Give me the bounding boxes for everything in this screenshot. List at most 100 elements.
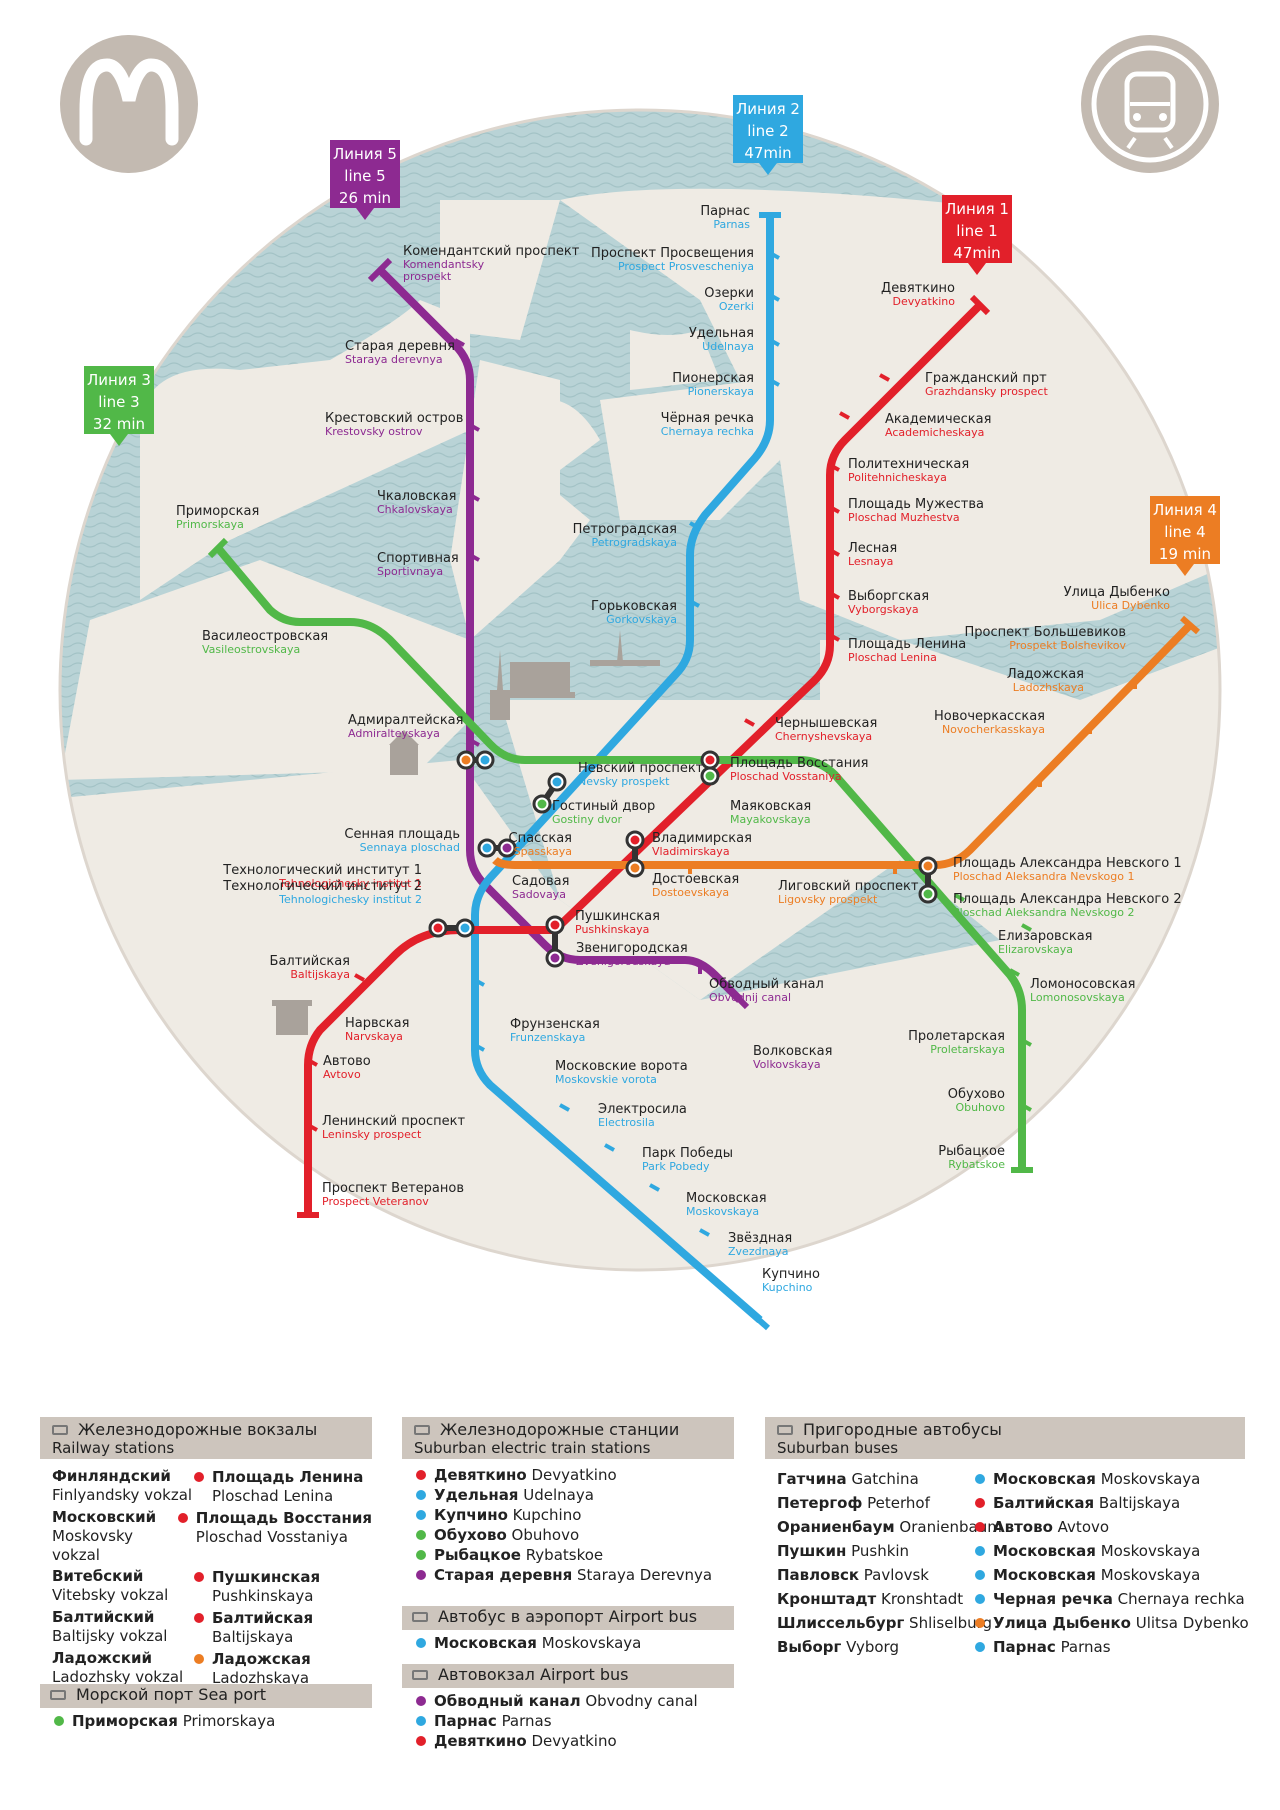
badge-box [733, 95, 803, 163]
station-name-ru: Улица Дыбенко [1064, 585, 1170, 600]
station-name-en: Leninsky prospect [322, 1128, 422, 1141]
station-name-en: Parnas [713, 218, 750, 231]
station-tick [649, 1183, 660, 1192]
transfer-dot [480, 755, 490, 765]
station-name-ru: Василеостровская [202, 629, 328, 644]
town-name-en: Kronshtadt [876, 1590, 964, 1608]
station-name-ru: Чернышевская [775, 716, 877, 731]
station-name-ru: Невский проспект [578, 761, 704, 776]
station-name-en: Staraya derevnya [345, 353, 443, 366]
station-name-en: Udelnaya [702, 340, 754, 353]
station-en: Moskovskaya [1095, 1470, 1201, 1488]
station-name-ru: Елизаровская [998, 929, 1093, 944]
line-color-dot [177, 1513, 188, 1523]
badge-text: 47min [744, 144, 791, 162]
station-tick [474, 1043, 485, 1052]
town-name-en: Gatchina [846, 1470, 919, 1488]
station-name-ru: Гостиный двор [552, 799, 655, 814]
station-ru: Московская [993, 1470, 1096, 1488]
town-name: Шлиссельбург [777, 1614, 905, 1632]
station-tick [699, 1228, 710, 1237]
station-en: Chernaya rechka [1112, 1590, 1245, 1608]
badge-line1: Линия 1 line 1 47min [942, 195, 1012, 275]
station-name-en: Krestovsky ostrov [325, 425, 423, 438]
metro-lines [214, 215, 1193, 1324]
station-name-en: Politehnicheskaya [848, 471, 947, 484]
station-name-en: Elizarovskaya [998, 943, 1073, 956]
station-ru: Девяткино [434, 1732, 527, 1750]
station-name-en: Ladozhskaya [1013, 681, 1084, 694]
station-en: Parnas [1055, 1638, 1111, 1656]
station-tick [307, 1058, 318, 1067]
station-tick [954, 893, 965, 902]
metro-station-ru: Площадь Ленина [212, 1468, 364, 1486]
transfer-dot [630, 835, 640, 845]
station-name-ru: Площадь Восстания [730, 756, 869, 771]
station-name-en: Nevsky prospekt [578, 775, 670, 788]
station-name-ru: Проспект Просвещения [591, 246, 754, 261]
station-tick [769, 338, 780, 347]
transfer-dot [630, 863, 640, 873]
station-name-ru: Купчино [762, 1267, 820, 1282]
station-name-en: Admiralteyskaya [348, 727, 440, 740]
metro-station-ru: Ладожская [212, 1650, 311, 1668]
station-name-en: Vladimirskaya [652, 845, 730, 858]
badge-text: Линия 2 [736, 100, 800, 118]
station-name-ru: Автово [323, 1054, 371, 1069]
town-name: Ораниенбаум [777, 1518, 895, 1536]
badge-text: line 1 [956, 222, 997, 240]
legend-suburban: Железнодорожные станции Suburban electri… [402, 1417, 734, 1585]
station-ru: Московская [434, 1634, 537, 1652]
station-tick [689, 599, 700, 608]
metro-station-en: Ploschad Vosstaniya [195, 1528, 348, 1546]
line-color-dot [975, 1594, 985, 1604]
station-ru: Балтийская [993, 1494, 1095, 1512]
legend-station-item: Приморская Primorskaya [54, 1711, 372, 1731]
station-name-ru: Московские ворота [555, 1059, 688, 1074]
station-name-ru: Политехническая [848, 457, 969, 472]
station-ru: Автово [993, 1518, 1053, 1536]
town-name: Гатчина [777, 1470, 847, 1488]
station-name-en: Spasskaya [514, 845, 572, 858]
station-name-en: Petrogradskaya [592, 536, 677, 549]
station-label: Комендантский проспектKomendantskyprospe… [403, 244, 580, 283]
station-ru: Черная речка [993, 1590, 1113, 1608]
station-name-ru: Удельная [689, 326, 754, 341]
badge-box [942, 195, 1012, 263]
station-name-ru: Технологический институт 2 [222, 879, 422, 894]
badge-text: Линия 5 [333, 145, 397, 163]
badge-text: 47min [953, 244, 1000, 262]
station-name-ru: Девяткино [881, 281, 955, 296]
station-ru: Старая деревня [434, 1566, 573, 1584]
station-name-en: Gorkovskaya [606, 613, 677, 626]
station-name-ru: Площадь Мужества [848, 497, 984, 512]
badge-text: line 3 [98, 393, 139, 411]
station-name-ru: Парк Победы [642, 1146, 733, 1161]
station-en: Primorskaya [177, 1712, 276, 1730]
badge-text: Линия 1 [945, 200, 1009, 218]
transfer-dot [923, 861, 933, 871]
terminal-name-en: Baltijsky vokzal [52, 1627, 168, 1645]
town-name: Петергоф [777, 1494, 863, 1512]
